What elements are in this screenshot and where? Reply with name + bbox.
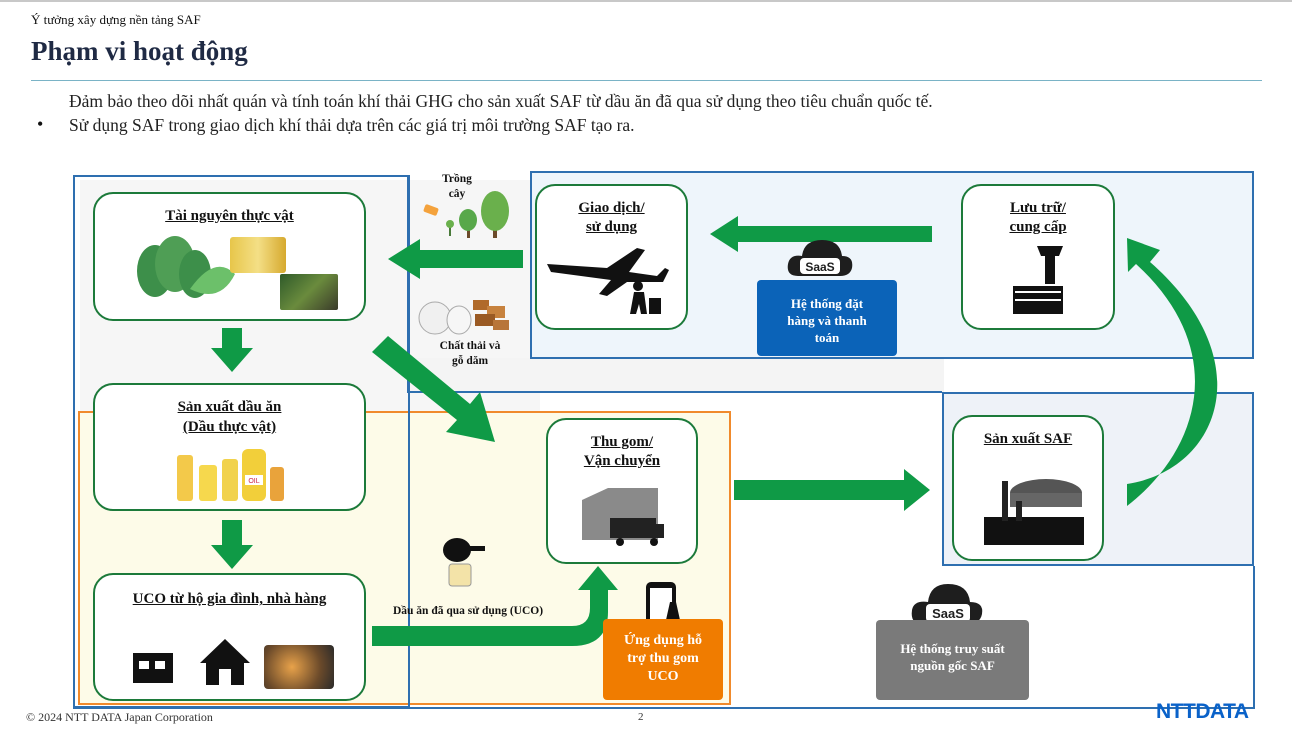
- arrow-left-plant: [388, 239, 523, 279]
- waste-label: Chất thải và gỗ dăm: [439, 340, 501, 367]
- top-rule: [0, 0, 1292, 2]
- storage-title-1: Lưu trữ/: [1010, 200, 1066, 216]
- leaf-icon: [137, 236, 235, 298]
- arrow-diagonal: [372, 336, 495, 442]
- frying-image: [264, 645, 334, 689]
- arrow-right-saf: [734, 469, 930, 511]
- waste-wood-icon: [418, 300, 509, 335]
- traceability-system: Hệ thống truy suất nguồn gốc SAF: [876, 620, 1029, 700]
- airplane-traveler-icon: [547, 248, 669, 314]
- title-rule: [31, 80, 1262, 81]
- arrow-down-1: [211, 328, 253, 372]
- warehouse-truck-icon: [582, 488, 664, 546]
- box-saf-production: Sản xuất SAF: [952, 415, 1104, 561]
- tree-growth-icon: [423, 191, 509, 238]
- plantation-image: [280, 274, 338, 310]
- trade-title-1: Giao dịch/: [578, 200, 645, 216]
- bullet-text-1: Đảm bảo theo dõi nhất quán và tính toán …: [69, 91, 933, 111]
- bullet-marker: •: [37, 114, 44, 134]
- trade-title-2: sử dụng: [585, 219, 638, 235]
- saf-title: Sản xuất SAF: [983, 431, 1073, 447]
- uco-flow-label: Dầu ăn đã qua sử dụng (UCO): [392, 605, 544, 617]
- uco-title: UCO từ hộ gia đình, nhà hàng: [132, 591, 327, 607]
- ntt-data-logo: NTTDATA: [1156, 700, 1249, 723]
- saas-badge-1: SaaS: [805, 260, 834, 274]
- cloud-saas-icon-2: SaaS: [911, 584, 983, 624]
- bullet-text-2: Sử dụng SAF trong giao dịch khí thải dựa…: [69, 115, 635, 135]
- order-payment-system: Hệ thống đặt hàng và thanh toán: [757, 280, 897, 356]
- cloud-saas-icon: SaaS: [787, 240, 853, 276]
- box-collection-transport: Thu gom/ Vận chuyển: [546, 418, 698, 564]
- oil-bottles-icon: OIL: [177, 449, 284, 501]
- box-oil-production: Sản xuất dầu ăn (Dầu thực vật) OIL: [93, 383, 366, 511]
- saas-badge-2: SaaS: [932, 606, 964, 621]
- collect-title-2: Vận chuyển: [583, 453, 661, 469]
- connector-region: [408, 358, 944, 393]
- box-plant-resources: Tài nguyên thực vật: [93, 192, 366, 321]
- refinery-icon: [984, 479, 1084, 545]
- collect-title-1: Thu gom/: [590, 434, 654, 450]
- deck-subtitle: Ý tưởng xây dựng nền tảng SAF: [31, 12, 201, 27]
- page-number: 2: [638, 711, 644, 723]
- oil-title-2: (Dầu thực vật): [182, 419, 277, 435]
- oil-bottle-label: OIL: [248, 478, 259, 485]
- corn-image: [230, 237, 286, 273]
- planting-label: Trồng cây: [442, 173, 472, 200]
- footer-copyright: © 2024 NTT DATA Japan Corporation: [26, 710, 213, 724]
- box-storage-supply: Lưu trữ/ cung cấp: [961, 184, 1115, 330]
- arrow-left-trade: [710, 216, 932, 252]
- box-uco-sources: UCO từ hộ gia đình, nhà hàng: [93, 573, 366, 701]
- arrow-curve-storage: [1127, 238, 1218, 506]
- oil-title-1: Sản xuất dầu ăn: [177, 399, 282, 415]
- storage-title-2: cung cấp: [1009, 219, 1067, 235]
- control-tower-icon: [1013, 246, 1063, 314]
- box-trade-use: Giao dịch/ sử dụng: [535, 184, 688, 330]
- house-restaurant-icon: [133, 639, 250, 685]
- uco-collection-app: Ứng dụng hỗ trợ thu gom UCO: [603, 619, 723, 700]
- arrow-uco-collect: [372, 566, 618, 646]
- arrow-down-2: [211, 520, 253, 569]
- frying-pan-icon: [443, 538, 485, 587]
- plant-title: Tài nguyên thực vật: [165, 208, 294, 224]
- slide-title: Phạm vi hoạt động: [31, 36, 248, 66]
